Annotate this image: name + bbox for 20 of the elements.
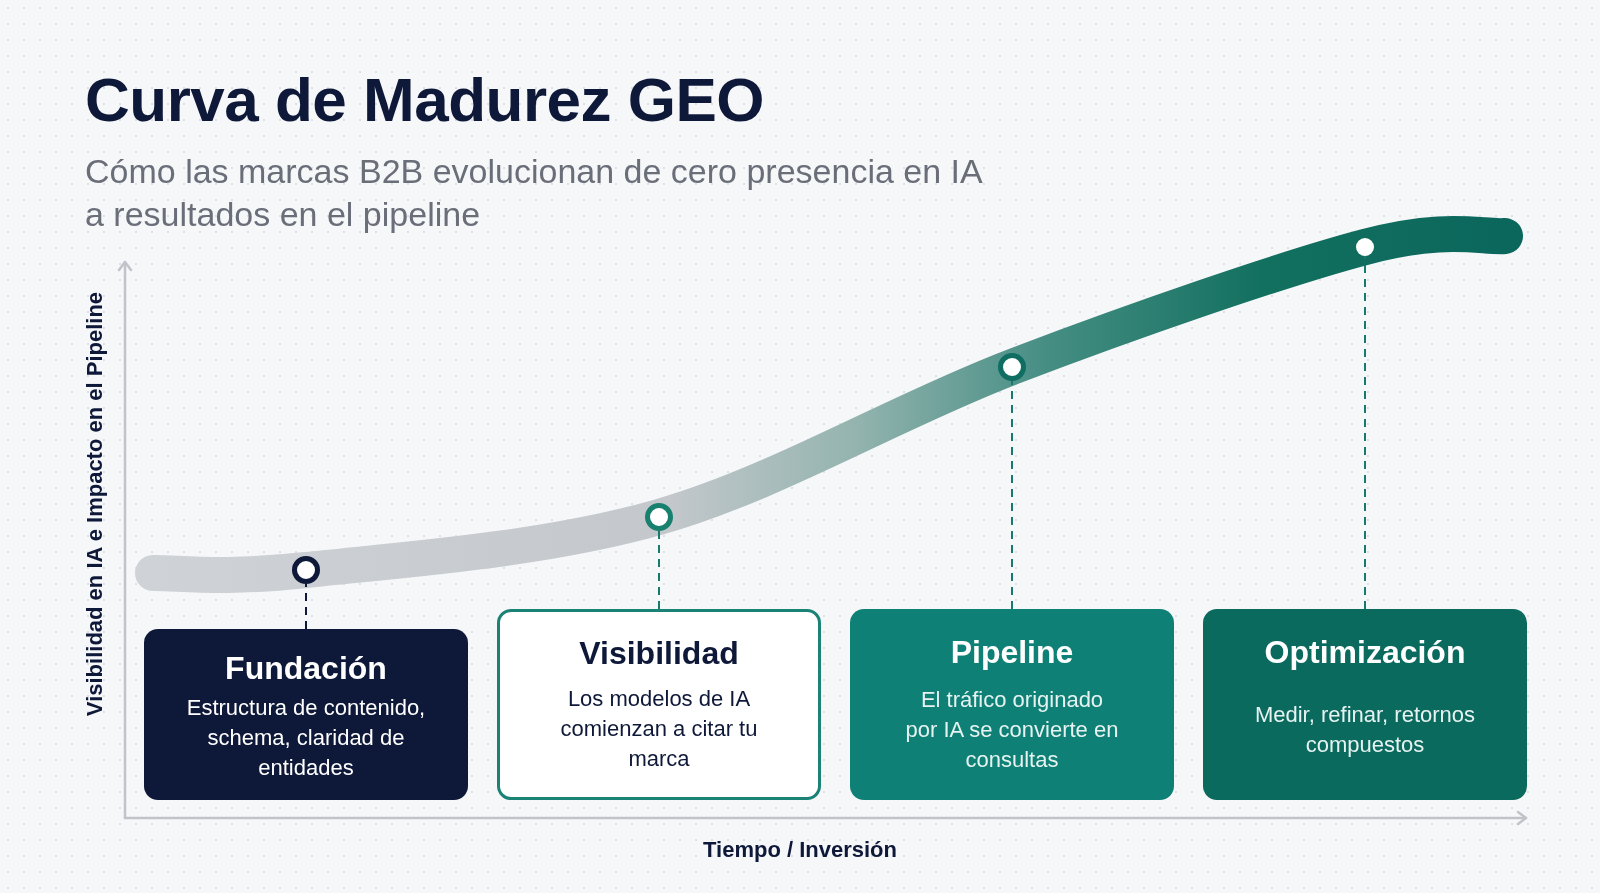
stage-description: Estructura de contenido, schema, claridad de entidades (185, 693, 427, 782)
stage-title: Optimización (1264, 633, 1466, 671)
stage-description: Los modelos de IA comienzan a citar tu marca (559, 684, 759, 773)
stage-title: Fundación (225, 649, 387, 687)
leader-line (1364, 255, 1366, 610)
stage-description: El tráfico originado por IA se convierte en consultas (904, 685, 1120, 774)
axis-label: Visibilidad en IA e Impacto en el Pipeline (81, 290, 108, 719)
stage-card (144, 629, 468, 800)
axis-label: Tiempo / Inversión (702, 836, 898, 864)
leader-line (658, 530, 660, 610)
stage-card (850, 609, 1174, 800)
stage-title: Visibilidad (579, 634, 739, 672)
leader-line (305, 583, 307, 630)
stage-card (497, 609, 821, 800)
leader-line (1011, 380, 1013, 610)
page-title: Curva de Madurez GEO (85, 64, 765, 135)
stage-card (1203, 609, 1527, 800)
subtitle: Cómo las marcas B2B evolucionan de cero presencia en IA a resultados en el pipeline (85, 151, 983, 235)
stage-title: Pipeline (950, 633, 1074, 671)
stage-description: Medir, refinar, retornos compuestos (1253, 700, 1477, 759)
